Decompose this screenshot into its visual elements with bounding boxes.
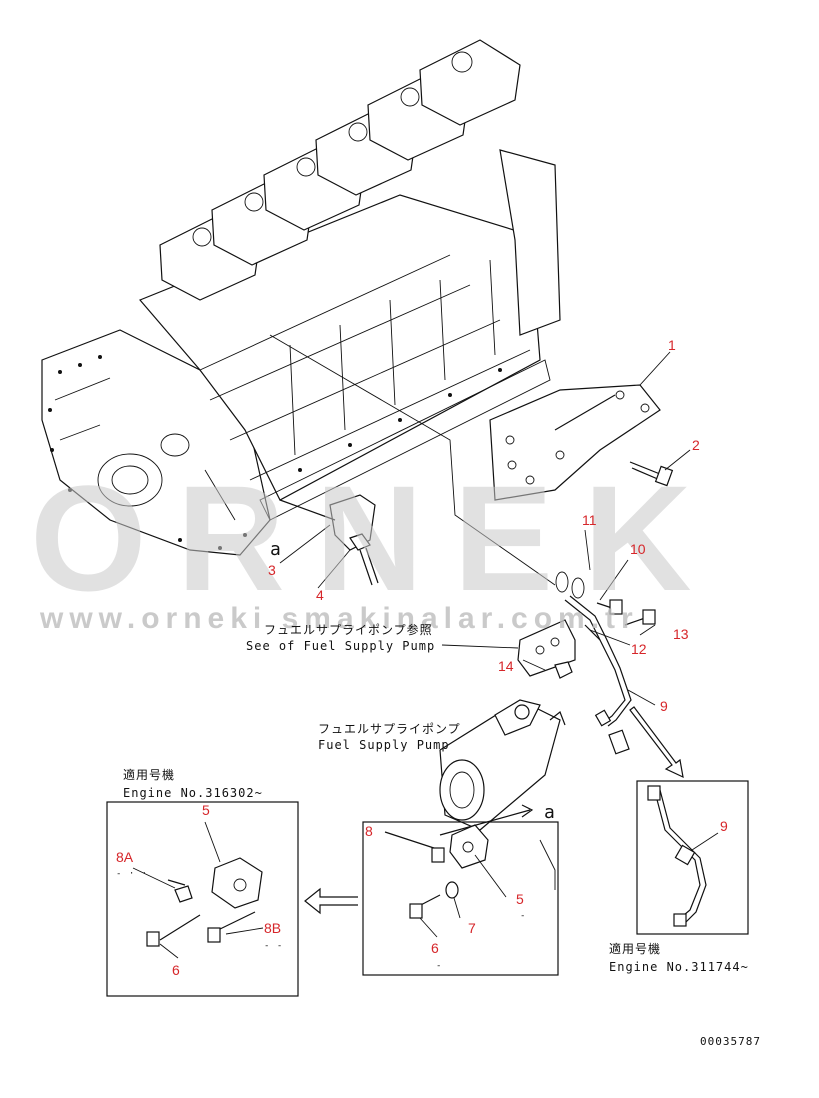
callout-9-right: 9 <box>720 818 728 834</box>
arrow-to-right-inset <box>629 706 684 779</box>
callout-14: 14 <box>498 658 514 674</box>
callout-leaders <box>132 351 719 959</box>
gasket-11 <box>555 571 585 599</box>
washer-12 <box>584 624 601 641</box>
note-small-6: - <box>436 961 442 971</box>
fuel-supply-pump <box>439 699 566 831</box>
note-left-jp: 適用号機 <box>123 767 175 782</box>
callout-5-left: 5 <box>202 802 210 818</box>
head-covers <box>159 39 521 301</box>
bolt-4 <box>349 533 379 586</box>
inset-center-parts <box>384 804 534 919</box>
note-right-en: Engine No.311744~ <box>609 960 749 974</box>
bolt-10 <box>596 599 623 615</box>
callout-4: 4 <box>316 587 324 603</box>
note-right-jp: 適用号機 <box>609 941 661 956</box>
note-small-8B: - - <box>264 941 283 951</box>
note-pump-jp: フュエルサプライポンプ <box>318 722 461 736</box>
leader-a-line <box>269 334 556 586</box>
inset-box-left <box>106 801 299 997</box>
bracket-1 <box>489 384 661 501</box>
note-left-en: Engine No.316302~ <box>123 786 263 800</box>
watermark-brand: ORNEK <box>30 454 722 622</box>
drawing-number: 00035787 <box>700 1035 761 1048</box>
watermark-url: www.orneki smakinalar.com.tr <box>39 602 639 635</box>
inset-box-center <box>362 821 559 976</box>
callout-11: 11 <box>582 512 597 528</box>
inset-box-right <box>636 780 749 935</box>
ref-a-engine: a <box>270 539 282 560</box>
callout-8B: 8B <box>264 920 281 936</box>
callout-numbers: 1 2 3 4 5 5 6 6 7 8 8A 8B 9 9 10 11 12 1… <box>116 337 728 978</box>
callout-7: 7 <box>468 920 476 936</box>
callout-5-center: 5 <box>516 891 524 907</box>
note-see-jp: フュエルサプライポンプ参照 <box>264 622 433 637</box>
engine-block <box>41 39 561 556</box>
callout-3: 3 <box>268 562 276 578</box>
watermark: ORNEK www.orneki smakinalar.com.tr <box>30 454 722 635</box>
callout-1: 1 <box>668 337 676 353</box>
bolt-13 <box>624 609 656 626</box>
callout-12: 12 <box>631 641 647 657</box>
callout-8A: 8A <box>116 849 134 865</box>
callout-2: 2 <box>692 437 700 453</box>
note-see-en: See of Fuel Supply Pump <box>246 639 435 653</box>
callout-10: 10 <box>630 541 646 557</box>
inset-left-parts <box>146 857 263 947</box>
callout-13: 13 <box>673 626 689 642</box>
note-pump-en: Fuel Supply Pump <box>318 738 450 752</box>
callout-6-left: 6 <box>172 962 180 978</box>
callout-6-center: 6 <box>431 940 439 956</box>
callout-8: 8 <box>365 823 373 839</box>
note-small-5: - <box>520 911 526 921</box>
inset-right-pipe <box>647 785 707 927</box>
arrow-to-left-inset <box>304 887 358 915</box>
bracket-14 <box>517 619 576 679</box>
ref-a-pump: a <box>544 802 556 823</box>
fuel-pipe-9 <box>564 595 632 755</box>
callout-9: 9 <box>660 698 668 714</box>
note-small-8A: - · · <box>116 869 148 879</box>
